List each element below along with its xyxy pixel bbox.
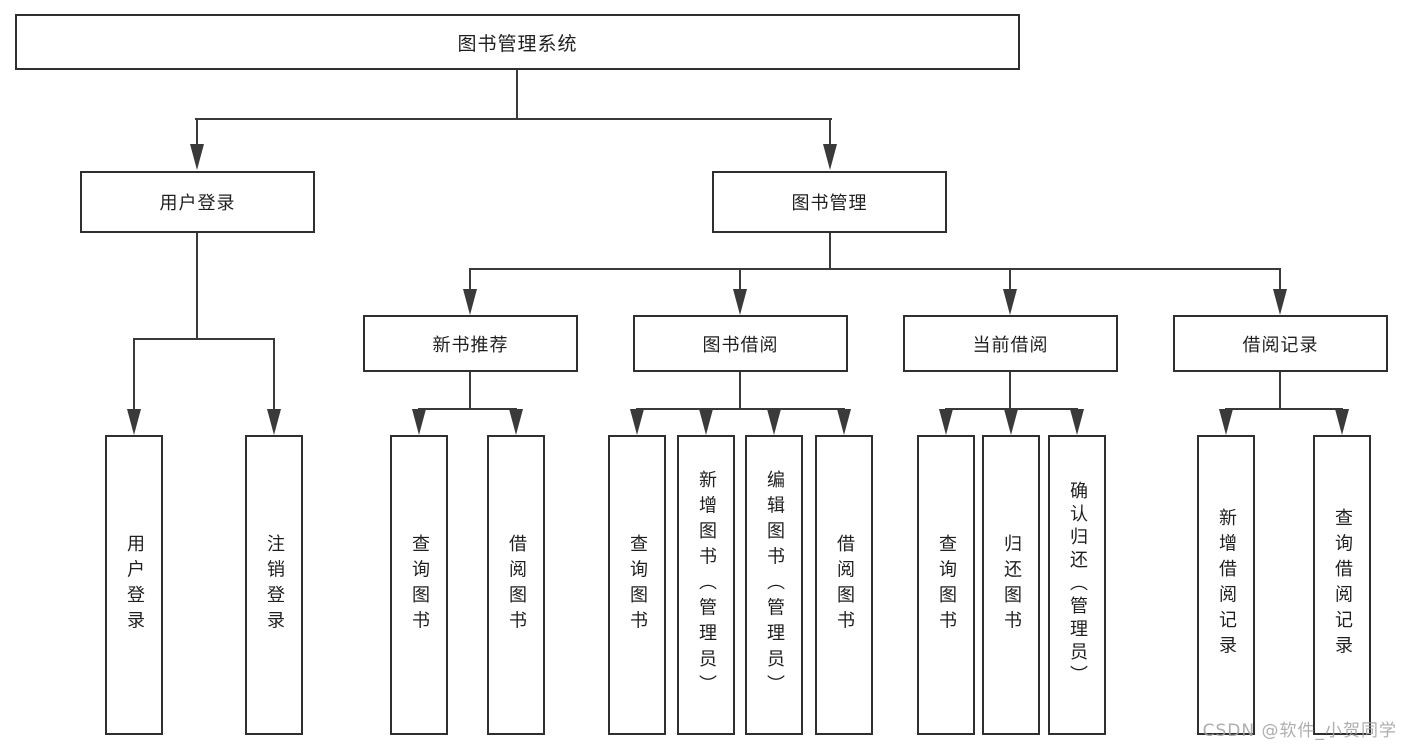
leaf-query-books-recommend-label: 查询图书 (409, 533, 430, 637)
connector-arrow-down (1070, 409, 1084, 435)
leaf-add-books-admin-label: 新增图书（管理员） (696, 469, 717, 701)
leaf-return-books-label: 归还图书 (1001, 533, 1022, 637)
connector-arrow-down (463, 289, 477, 315)
connector-line-vertical (516, 70, 518, 118)
leaf-query-borrow-record-label: 查询借阅记录 (1332, 508, 1353, 662)
leaf-query-books-recommend: 查询图书 (390, 435, 448, 735)
watermark: CSDN @软件_小贺同学 (1202, 721, 1397, 741)
node-library-system-label: 图书管理系统 (457, 32, 578, 55)
leaf-return-books: 归还图书 (982, 435, 1040, 735)
node-book-borrowing: 图书借阅 (633, 315, 848, 372)
leaf-query-books-current-label: 查询图书 (936, 533, 957, 637)
connector-line-vertical (1009, 268, 1011, 290)
leaf-query-books-borrowing-label: 查询图书 (627, 533, 648, 637)
connector-arrow-down (1219, 409, 1233, 435)
connector-line-vertical (739, 372, 741, 408)
leaf-add-books-admin: 新增图书（管理员） (677, 435, 735, 735)
node-current-borrowing-label: 当前借阅 (972, 334, 1049, 356)
connector-line-vertical (1279, 372, 1281, 408)
leaf-confirm-return-admin: 确认归还（管理员） (1048, 435, 1106, 735)
connector-arrow-down (127, 409, 141, 435)
connector-line-vertical (739, 268, 741, 290)
connector-arrow-down (1335, 409, 1349, 435)
connector-arrow-down (509, 409, 523, 435)
connector-line-horizontal (1225, 408, 1343, 410)
connector-arrow-down (733, 289, 747, 315)
connector-line-vertical (469, 268, 471, 290)
leaf-logout-login: 注销登录 (245, 435, 303, 735)
connector-arrow-down (823, 144, 837, 170)
leaf-borrow-books-borrowing: 借阅图书 (815, 435, 873, 735)
connector-arrow-down (412, 409, 426, 435)
connector-arrow-down (267, 409, 281, 435)
leaf-query-borrow-record: 查询借阅记录 (1313, 435, 1371, 735)
leaf-edit-books-admin-label: 编辑图书（管理员） (764, 469, 785, 701)
leaf-user-login-label: 用户登录 (124, 533, 145, 637)
node-user-login: 用户登录 (80, 171, 315, 233)
node-book-management-label: 图书管理 (791, 193, 868, 214)
connector-line-vertical (196, 233, 198, 338)
connector-line-horizontal (636, 408, 845, 410)
node-borrowing-records-label: 借阅记录 (1242, 334, 1319, 356)
leaf-edit-books-admin: 编辑图书（管理员） (745, 435, 803, 735)
connector-line-horizontal (195, 118, 832, 120)
connector-line-vertical (196, 118, 198, 145)
connector-line-vertical (469, 372, 471, 408)
connector-line-vertical (1009, 372, 1011, 408)
node-borrowing-records: 借阅记录 (1173, 315, 1388, 372)
node-current-borrowing: 当前借阅 (903, 315, 1118, 372)
leaf-logout-login-label: 注销登录 (264, 533, 285, 637)
leaf-query-books-borrowing: 查询图书 (608, 435, 666, 735)
node-user-login-label: 用户登录 (159, 193, 236, 214)
connector-line-vertical (133, 338, 135, 410)
connector-arrow-down (1003, 289, 1017, 315)
connector-arrow-down (190, 144, 204, 170)
connector-line-vertical (829, 233, 831, 268)
connector-arrow-down (767, 409, 781, 435)
leaf-borrow-books-recommend-label: 借阅图书 (506, 533, 527, 637)
leaf-confirm-return-admin-label: 确认归还（管理员） (1067, 481, 1088, 689)
connector-line-horizontal (133, 338, 274, 340)
leaf-add-borrow-record: 新增借阅记录 (1197, 435, 1255, 735)
node-new-book-recommend: 新书推荐 (363, 315, 578, 372)
node-new-book-recommend-label: 新书推荐 (432, 334, 509, 356)
node-library-system: 图书管理系统 (15, 14, 1020, 70)
connector-arrow-down (1004, 409, 1018, 435)
connector-arrow-down (630, 409, 644, 435)
connector-line-horizontal (469, 268, 1281, 270)
leaf-borrow-books-recommend: 借阅图书 (487, 435, 545, 735)
leaf-query-books-current: 查询图书 (917, 435, 975, 735)
node-book-management: 图书管理 (712, 171, 947, 233)
node-book-borrowing-label: 图书借阅 (702, 334, 779, 356)
connector-line-vertical (273, 338, 275, 410)
leaf-add-borrow-record-label: 新增借阅记录 (1216, 508, 1237, 662)
connector-line-vertical (1279, 268, 1281, 290)
leaf-borrow-books-borrowing-label: 借阅图书 (834, 533, 855, 637)
leaf-user-login: 用户登录 (105, 435, 163, 735)
connector-arrow-down (837, 409, 851, 435)
connector-line-vertical (829, 118, 831, 145)
connector-arrow-down (699, 409, 713, 435)
connector-line-horizontal (418, 408, 517, 410)
connector-arrow-down (1273, 289, 1287, 315)
connector-arrow-down (939, 409, 953, 435)
